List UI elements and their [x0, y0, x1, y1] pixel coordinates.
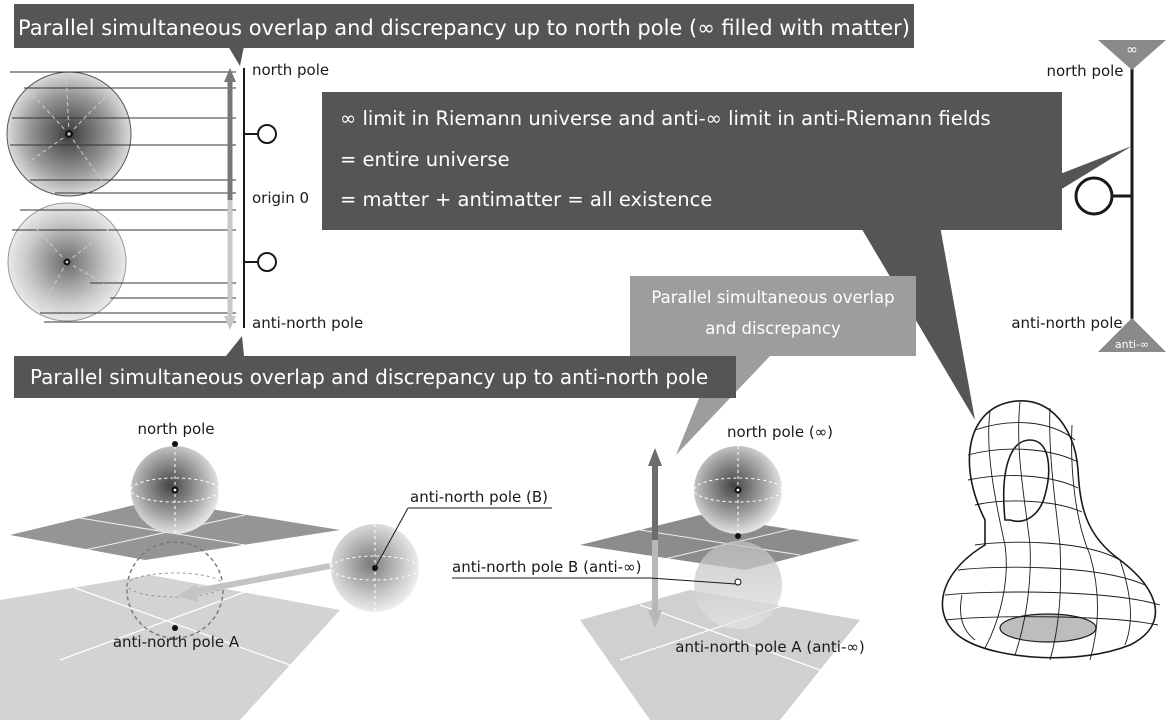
left-anti-north-pole-A-label: anti-north pole A — [113, 633, 240, 651]
anti-infinity-marker-text: anti-∞ — [1115, 338, 1149, 351]
anti-north-pole-label: anti-north pole — [252, 314, 363, 332]
callout-line1: ∞ limit in Riemann universe and anti-∞ l… — [340, 107, 991, 130]
center-plane-diagram: north pole (∞) anti-north pole B (anti-∞… — [452, 423, 865, 720]
lower-origin-ring — [257, 252, 277, 272]
center-anti-north-pole-B-label: anti-north pole B (anti-∞) — [452, 558, 641, 576]
left-north-pole-label: north pole — [137, 420, 214, 438]
left-plane-diagram: north pole anti-north pole (B) anti-nort… — [0, 420, 552, 720]
vertical-double-arrow — [224, 68, 236, 330]
infinity-marker-text: ∞ — [1126, 42, 1138, 58]
left-projection-spheres — [6, 71, 236, 323]
mid-callout: Parallel simultaneous overlap and discre… — [630, 276, 916, 455]
right-north-pole-label: north pole — [1046, 62, 1123, 80]
left-axis: north pole origin 0 anti-north pole — [243, 61, 363, 332]
anti-infinity-marker-triangle — [1098, 318, 1166, 352]
right-axis: ∞ anti-∞ north pole anti-north pole — [1011, 40, 1166, 352]
infinity-marker-triangle — [1098, 40, 1166, 70]
right-origin-ring — [1074, 176, 1114, 216]
mid-callout-line2: and discrepancy — [705, 319, 841, 338]
klein-bottle — [941, 399, 1161, 661]
left-anti-north-pole-B-label: anti-north pole (B) — [410, 488, 548, 506]
bottom-banner: Parallel simultaneous overlap and discre… — [14, 336, 736, 398]
center-north-pole-label: north pole (∞) — [727, 423, 833, 441]
center-anti-north-pole-A-label: anti-north pole A (anti-∞) — [675, 638, 864, 656]
mid-callout-line1: Parallel simultaneous overlap — [651, 288, 894, 307]
top-banner: Parallel simultaneous overlap and discre… — [14, 4, 914, 66]
right-anti-north-pole-label: anti-north pole — [1011, 314, 1122, 332]
upper-origin-ring — [257, 124, 277, 144]
origin-label: origin 0 — [252, 189, 309, 207]
big-callout: ∞ limit in Riemann universe and anti-∞ l… — [322, 92, 1132, 420]
north-pole-label: north pole — [252, 61, 329, 79]
callout-line2: = entire universe — [340, 148, 510, 171]
top-banner-text: Parallel simultaneous overlap and discre… — [18, 16, 910, 40]
bottom-banner-text: Parallel simultaneous overlap and discre… — [30, 365, 708, 389]
callout-line3: = matter + antimatter = all existence — [340, 188, 712, 211]
